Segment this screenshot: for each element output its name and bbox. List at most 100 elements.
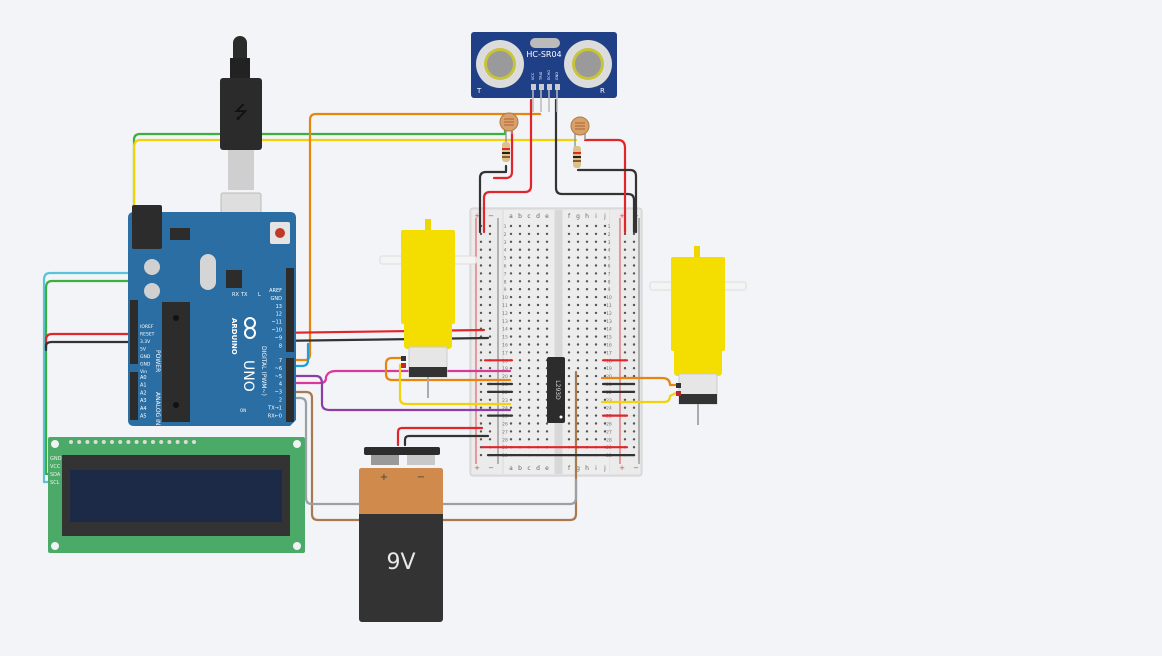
wire-cyan-lcd[interactable]: [42, 271, 294, 484]
wire-green-a-top[interactable]: [132, 118, 507, 260]
power-header[interactable]: [130, 300, 138, 364]
terminal-hole: [594, 351, 598, 354]
rail-hole: [632, 359, 636, 362]
lcd-pin-label: SCL: [50, 480, 60, 486]
terminal-hole: [567, 319, 571, 322]
analog-pin-label: A2: [140, 390, 147, 396]
wire-blue-pin6[interactable]: [290, 342, 310, 368]
terminal-hole: [536, 280, 540, 283]
wire-yellow-motor-left[interactable]: [398, 363, 512, 406]
wire-black-gnd[interactable]: [44, 336, 490, 352]
wire-gray[interactable]: [290, 396, 578, 506]
wire-black-us-gnd[interactable]: [554, 98, 636, 234]
terminal-hole: [576, 422, 580, 425]
wire-red-battery[interactable]: [396, 426, 484, 447]
l293d-driver[interactable]: L293D: [547, 357, 565, 423]
digital-header-low[interactable]: [286, 358, 294, 422]
terminal-hole: [567, 256, 571, 259]
wire-yellow-ldr[interactable]: [132, 138, 578, 382]
terminal-hole: [509, 248, 513, 251]
wire-purple[interactable]: [290, 374, 512, 412]
digital-header-high[interactable]: [286, 268, 294, 352]
terminal-hole: [567, 414, 571, 417]
wire-orange-motor-right[interactable]: [600, 376, 680, 387]
rail-hole: [488, 374, 492, 378]
rail-hole: [479, 264, 483, 267]
wires: [42, 98, 680, 522]
wire-black-battery[interactable]: [403, 434, 490, 447]
breadboard-left-rail: [472, 210, 502, 474]
terminal-hole: [603, 438, 607, 441]
row-number: 9: [504, 287, 507, 293]
terminal-hole: [527, 382, 531, 386]
led-l-label: L: [258, 292, 261, 298]
terminal-hole: [518, 295, 522, 299]
rail-hole: [479, 288, 483, 291]
rail-hole: [623, 430, 627, 433]
terminal-hole: [585, 295, 589, 299]
rail-hole: [488, 351, 492, 354]
terminal-hole: [536, 367, 540, 370]
terminal-hole: [509, 422, 513, 425]
lcd-pin: [142, 440, 147, 444]
ultrasonic-pin-label: GND: [555, 72, 559, 80]
terminal-hole: [567, 430, 571, 433]
terminal-hole: [603, 422, 607, 425]
terminal-hole: [567, 438, 571, 441]
ldr-right[interactable]: [570, 116, 590, 148]
wire-black-ldr-left[interactable]: [478, 164, 508, 234]
voltage-regulator: [170, 228, 190, 240]
rail-hole: [488, 438, 492, 441]
terminal-hole: [576, 311, 580, 315]
resistor-right[interactable]: [573, 146, 581, 168]
terminal-hole: [603, 264, 607, 267]
analog-header[interactable]: [130, 372, 138, 420]
terminal-hole: [585, 311, 589, 315]
terminal-hole: [545, 351, 549, 354]
wire-red-ldr-left[interactable]: [492, 130, 514, 180]
receiver-core: [575, 51, 601, 77]
lcd-pin: [183, 440, 188, 444]
right-motor[interactable]: [649, 246, 747, 425]
terminal-hole: [518, 382, 522, 386]
terminal-hole: [536, 374, 540, 378]
right-motor-tab: [694, 246, 700, 258]
arduino-dc-jack: [132, 205, 162, 249]
wire-brown[interactable]: [290, 370, 578, 522]
wire-yellow-motor-right[interactable]: [600, 390, 680, 404]
ldr-left[interactable]: [499, 112, 519, 150]
right-motor-gearbox: [671, 257, 725, 351]
wire-red-5v[interactable]: [44, 328, 486, 350]
battery-terminal-neg: [407, 455, 435, 465]
digital-pin-label: 8: [279, 343, 282, 349]
wire-red-ldr-right[interactable]: [583, 138, 627, 234]
terminal-hole: [518, 272, 522, 275]
wire-green-lcd[interactable]: [44, 279, 292, 476]
terminal-hole: [585, 280, 589, 283]
terminal-hole: [585, 351, 589, 354]
battery-9v[interactable]: + − 9V: [359, 447, 443, 622]
wire-red-us-vcc[interactable]: [482, 98, 533, 234]
terminal-hole: [603, 398, 607, 401]
rail-hole: [623, 280, 627, 283]
terminal-hole: [527, 343, 531, 346]
terminal-hole: [594, 414, 598, 417]
terminal-hole: [509, 311, 513, 315]
wire-orange-motor-left[interactable]: [384, 356, 512, 382]
column-label: h: [585, 465, 589, 472]
wire-black-ldr-right[interactable]: [576, 168, 638, 234]
resistor-left[interactable]: [502, 142, 510, 162]
rail-hole: [488, 422, 492, 425]
terminal-hole: [603, 295, 607, 299]
left-motor[interactable]: [379, 219, 477, 398]
transmitter-core: [487, 51, 513, 77]
row-number: 14: [606, 327, 612, 333]
digital-pin-label: 13: [276, 304, 282, 310]
